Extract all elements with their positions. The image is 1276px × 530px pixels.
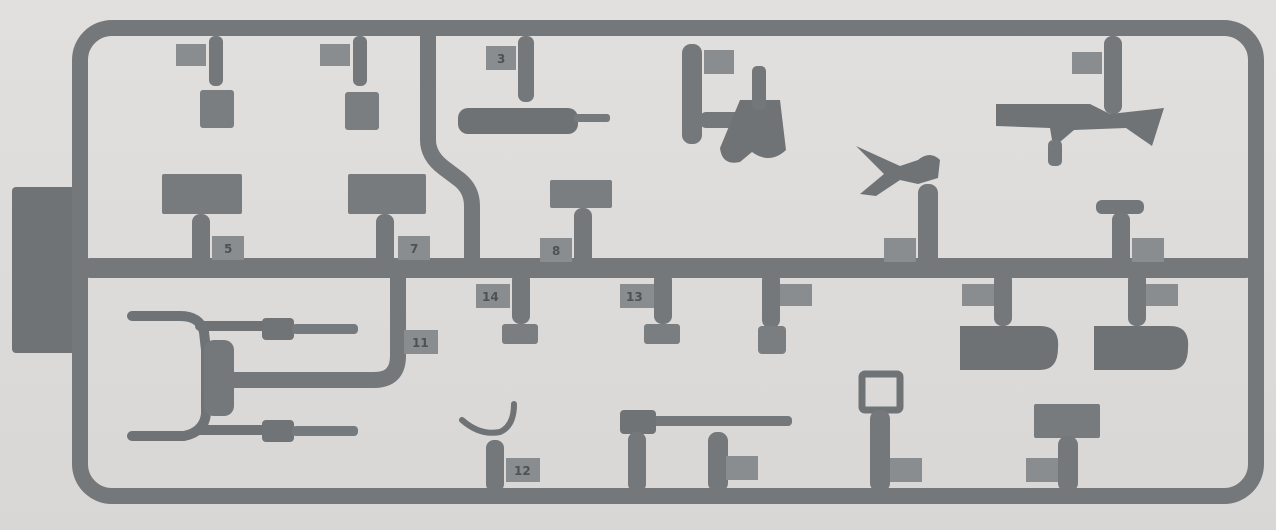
part-frame-body: [204, 340, 234, 416]
label-tab: [780, 284, 812, 306]
part-number-3: 3: [497, 52, 505, 66]
sprue-main-runner: [84, 258, 1252, 278]
gate-stem: [209, 36, 223, 86]
gate-stem: [918, 184, 938, 266]
part-plate: [348, 174, 426, 214]
label-tab: [540, 238, 572, 262]
label-tab: [320, 44, 350, 66]
part-number-7: 7: [410, 242, 418, 256]
part-comb: [550, 180, 612, 208]
part-block: [644, 324, 680, 344]
label-tab: [884, 238, 916, 262]
gate-stem: [192, 214, 210, 266]
gate-stem: [1112, 212, 1130, 266]
part-half-cylinder: [960, 326, 1059, 370]
part-block: [502, 324, 538, 344]
gate-stem: [708, 432, 728, 492]
part-frame-rod: [292, 426, 358, 436]
part-knob: [1096, 200, 1144, 214]
label-tab: [704, 50, 734, 74]
part-number-8: 8: [552, 244, 560, 258]
label-tab: [176, 44, 206, 66]
part-bracket: [758, 326, 786, 354]
part-plate: [1034, 404, 1100, 438]
gate-stem: [628, 432, 646, 492]
gate-stem: [486, 440, 504, 492]
gate-stem: [518, 36, 534, 102]
part-frame-rod: [292, 324, 358, 334]
label-tab: [486, 46, 516, 70]
gate-stem: [870, 410, 890, 492]
part-number-5: 5: [224, 242, 232, 256]
label-tab: [1146, 284, 1178, 306]
gate-stem: [762, 272, 780, 328]
part-gun: [996, 104, 1164, 146]
part-gun-grip: [1048, 140, 1062, 166]
part-mount-post: [752, 66, 766, 110]
sprue-side-gate: [12, 187, 76, 353]
gate-stem: [353, 36, 367, 86]
part-half-cylinder: [1094, 326, 1189, 370]
label-tab: [398, 236, 430, 260]
sprue-frame: [72, 20, 1264, 504]
part-frame-clamp: [262, 420, 294, 442]
part-cylinder: [458, 108, 578, 134]
part-number-11: 11: [412, 336, 429, 350]
label-tab: [1072, 52, 1102, 74]
gate-stem: [682, 44, 702, 144]
part-rod-end: [620, 410, 656, 434]
label-tab: [506, 458, 540, 482]
gate-stem: [1058, 436, 1078, 492]
label-tab: [476, 284, 510, 308]
part-frame-small: [858, 370, 904, 414]
part-tripod: [856, 146, 940, 196]
part-frame-clamp: [262, 318, 294, 340]
label-tab: [890, 458, 922, 482]
label-tab: [212, 236, 244, 260]
part-rod: [620, 416, 792, 426]
sprue-runner-upper-bend: [420, 36, 480, 262]
label-tab: [1026, 458, 1058, 482]
label-tab: [620, 284, 654, 308]
label-tab: [962, 284, 994, 306]
gate-stem: [574, 208, 592, 266]
label-tab: [404, 330, 438, 354]
label-tab: [1132, 238, 1164, 262]
part-block: [200, 90, 234, 128]
part-number-12: 12: [514, 464, 531, 478]
gate-stem: [1128, 272, 1146, 326]
part-number-13: 14: [482, 290, 499, 304]
gate-stem: [512, 272, 530, 324]
part-plate: [162, 174, 242, 214]
sprue-runner-lower-bend: [220, 270, 406, 388]
part-block: [345, 92, 379, 130]
label-tab: [726, 456, 758, 480]
part-cylinder-rod: [574, 114, 610, 122]
gate-stem: [376, 214, 394, 266]
part-number-14: 13: [626, 290, 643, 304]
gate-stem: [1104, 36, 1122, 114]
part-mount: [720, 100, 786, 163]
gate-stem: [654, 272, 672, 324]
gate-stem: [994, 272, 1012, 326]
part-hook: [459, 401, 517, 436]
